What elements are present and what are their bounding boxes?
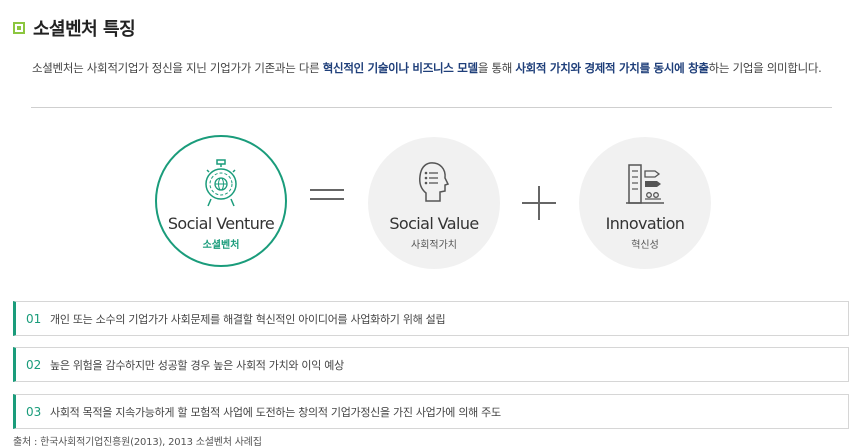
social-venture-subtitle: 소셜벤처 bbox=[202, 240, 240, 251]
building-arrows-icon bbox=[626, 164, 664, 204]
social-venture-circle: Social Venture 소셜벤처 bbox=[155, 135, 287, 267]
square-bullet-icon bbox=[13, 22, 25, 34]
intro-text-3: 하는 기업을 의미합니다. bbox=[708, 61, 822, 75]
feature-item-2: 02 높은 위험을 감수하지만 성공할 경우 높은 사회적 가치와 이익 예상 bbox=[13, 347, 849, 382]
feature-text: 높은 위험을 감수하지만 성공할 경우 높은 사회적 가치와 이익 예상 bbox=[50, 358, 344, 372]
gear-globe-icon bbox=[205, 159, 237, 207]
feature-number: 03 bbox=[26, 404, 42, 419]
innovation-title: Innovation bbox=[605, 214, 685, 233]
social-value-subtitle: 사회적가치 bbox=[411, 240, 457, 251]
section-heading: 소셜벤처 특징 bbox=[13, 16, 136, 40]
social-value-circle: Social Value 사회적가치 bbox=[368, 137, 500, 269]
feature-number: 02 bbox=[26, 357, 42, 372]
intro-text-1: 소셜벤처는 사회적기업가 정신을 지닌 기업가가 기존과는 다른 bbox=[32, 61, 323, 75]
feature-text: 사회적 목적을 지속가능하게 할 모험적 사업에 도전하는 창의적 기업가정신을… bbox=[50, 405, 501, 419]
intro-highlight-2: 사회적 가치와 경제적 가치를 동시에 창출 bbox=[515, 61, 709, 75]
feature-item-1: 01 개인 또는 소수의 기업가가 사회문제를 해결할 혁신적인 아이디어를 사… bbox=[13, 301, 849, 336]
feature-text: 개인 또는 소수의 기업가가 사회문제를 해결할 혁신적인 아이디어를 사업화하… bbox=[50, 312, 446, 326]
innovation-circle: Innovation 혁신성 bbox=[579, 137, 711, 269]
section-title: 소셜벤처 특징 bbox=[33, 19, 136, 40]
plus-icon bbox=[522, 186, 556, 220]
social-value-title: Social Value bbox=[389, 214, 479, 233]
feature-number: 01 bbox=[26, 311, 42, 326]
intro-highlight-1: 혁신적인 기술이나 비즈니스 모델 bbox=[322, 61, 478, 75]
source-citation: 출처 : 한국사회적기업진흥원(2013), 2013 소셜벤처 사례집 bbox=[13, 437, 262, 447]
innovation-subtitle: 혁신성 bbox=[631, 240, 659, 251]
feature-item-3: 03 사회적 목적을 지속가능하게 할 모험적 사업에 도전하는 창의적 기업가… bbox=[13, 394, 849, 429]
section-divider bbox=[31, 107, 832, 108]
intro-paragraph: 소셜벤처는 사회적기업가 정신을 지닌 기업가가 기존과는 다른 혁신적인 기술… bbox=[32, 59, 832, 78]
social-venture-title: Social Venture bbox=[167, 214, 275, 233]
head-list-icon bbox=[419, 162, 450, 202]
intro-text-2: 을 통해 bbox=[477, 61, 516, 75]
equals-icon bbox=[310, 187, 344, 201]
